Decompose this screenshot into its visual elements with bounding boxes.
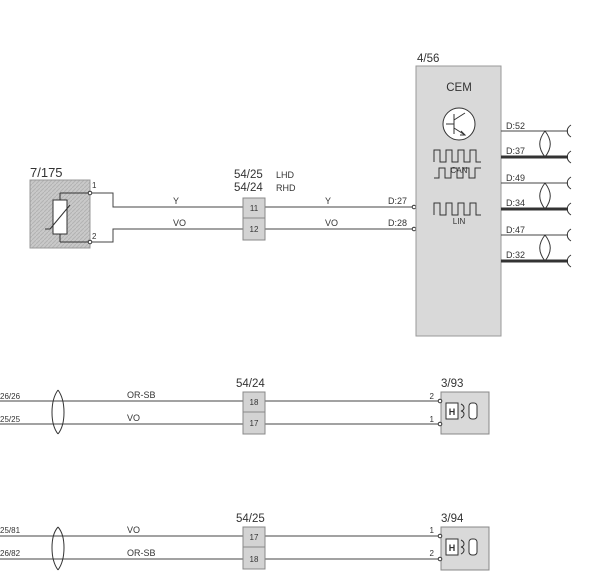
cem-pin-d28: D:28 bbox=[388, 218, 407, 228]
bottom-connector-pin-18: 18 bbox=[250, 555, 259, 564]
connector-54-25-54-24: 54/25 LHD 54/24 RHD 11 12 bbox=[234, 169, 296, 241]
bottom-circuit: 25/81 26/82 VO OR-SB 54/25 17 18 3/94 1 … bbox=[0, 513, 490, 571]
twisted-pair-icon bbox=[57, 389, 65, 435]
transistor-icon bbox=[442, 107, 476, 141]
middle-left-ref-1: 26/26 bbox=[0, 392, 21, 401]
middle-connector-pin-17: 17 bbox=[250, 419, 259, 428]
middle-circuit: 26/26 25/25 OR-SB VO 54/24 18 17 3/93 2 … bbox=[0, 378, 490, 435]
cem-body bbox=[415, 65, 502, 337]
cem-outputs: D:52 D:37 D:49 D:34 D:47 D:32 bbox=[501, 121, 572, 268]
connector-body bbox=[242, 197, 266, 241]
heater-element-icon bbox=[445, 402, 478, 420]
wire-color-y-left: Y bbox=[173, 196, 179, 206]
heater-pin-2: 2 bbox=[430, 392, 435, 401]
twisted-pair-icon bbox=[57, 526, 65, 571]
heater-pin-1: 1 bbox=[430, 526, 435, 535]
sensor-pin1: 1 bbox=[92, 181, 97, 190]
twisted-pair-icon bbox=[544, 130, 551, 158]
bus-label-can: CAN bbox=[451, 166, 468, 175]
sensor-pin2: 2 bbox=[92, 232, 97, 241]
bus-label-lin: LIN bbox=[453, 217, 466, 226]
lin-signal-icon bbox=[433, 202, 481, 216]
can-signal-icon bbox=[433, 149, 481, 179]
connector-ref-1: 54/25 bbox=[234, 169, 263, 181]
heater-label: H bbox=[449, 407, 456, 417]
cem-output-d34: D:34 bbox=[506, 198, 525, 208]
connector-side-1: LHD bbox=[276, 170, 295, 180]
middle-connector-body bbox=[242, 391, 266, 435]
heater-pin-1: 1 bbox=[430, 415, 435, 424]
bottom-wire-vo: VO bbox=[127, 525, 140, 535]
middle-wire-orsb: OR-SB bbox=[127, 390, 156, 400]
cem-ref: 4/56 bbox=[417, 53, 439, 65]
wire-color-vo-left: VO bbox=[173, 218, 186, 228]
middle-wire-vo: VO bbox=[127, 413, 140, 423]
twisted-pair-icon bbox=[544, 234, 551, 262]
top-wires: Y VO Y VO D:27 D:28 bbox=[92, 192, 417, 243]
cem-output-d49: D:49 bbox=[506, 173, 525, 183]
middle-connector-ref: 54/24 bbox=[236, 378, 265, 390]
sensor-ref: 7/175 bbox=[30, 165, 63, 180]
bottom-left-ref-2: 26/82 bbox=[0, 549, 21, 558]
bottom-left-ref-1: 25/81 bbox=[0, 526, 21, 535]
connector-pin-12: 12 bbox=[250, 225, 259, 234]
bottom-connector-ref: 54/25 bbox=[236, 513, 265, 525]
connector-pin-11: 11 bbox=[250, 204, 259, 213]
heater-ref-3-93: 3/93 bbox=[441, 378, 463, 390]
cem-output-d32: D:32 bbox=[506, 250, 525, 260]
heater-pin-2: 2 bbox=[430, 549, 435, 558]
bottom-connector-pin-17: 17 bbox=[250, 533, 259, 542]
cem-pin-d27: D:27 bbox=[388, 196, 407, 206]
heater-label: H bbox=[449, 543, 456, 553]
bottom-connector-body bbox=[242, 526, 266, 570]
heater-ref-3-94: 3/94 bbox=[441, 513, 464, 525]
middle-connector-pin-18: 18 bbox=[250, 398, 259, 407]
cem-module: 4/56 CEM CAN LIN bbox=[415, 53, 502, 337]
twisted-pair-icon bbox=[544, 182, 551, 210]
wire-color-y-right: Y bbox=[325, 196, 331, 206]
sensor-7-175: 7/175 1 2 bbox=[29, 165, 97, 249]
cem-output-d37: D:37 bbox=[506, 146, 525, 156]
connector-ref-2: 54/24 bbox=[234, 182, 263, 194]
cem-name: CEM bbox=[446, 82, 472, 94]
cem-output-d47: D:47 bbox=[506, 225, 525, 235]
connector-side-2: RHD bbox=[276, 183, 296, 193]
heater-element-icon bbox=[445, 538, 478, 556]
middle-left-ref-2: 25/25 bbox=[0, 415, 21, 424]
bottom-wire-orsb: OR-SB bbox=[127, 548, 156, 558]
wire-color-vo-right: VO bbox=[325, 218, 338, 228]
cem-output-d52: D:52 bbox=[506, 121, 525, 131]
